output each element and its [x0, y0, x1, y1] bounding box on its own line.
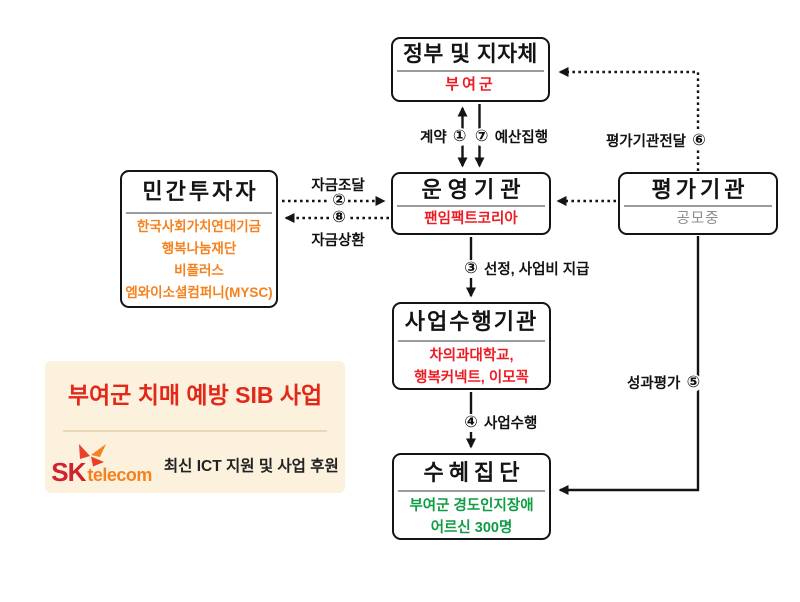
circled-number-1: ① — [450, 127, 469, 146]
investors-box: 민간투자자 한국사회가치연대기금 행복나눔재단 비플러스 엠와이소셜컴퍼니(MY… — [120, 170, 278, 308]
circled-number-5: ⑤ — [684, 373, 703, 392]
beneficiary-list: 부여군 경도인지장애 어르신 300명 — [394, 495, 549, 539]
government-box-value: 부여군 — [445, 76, 496, 93]
box-divider — [398, 340, 545, 342]
performer-line: 행복커넥트, 이모꼭 — [414, 370, 529, 386]
performer-line: 차의과대학교, — [429, 348, 514, 364]
investors-box-title: 민간투자자 — [142, 179, 259, 204]
selection-label-text: 선정, 사업비 지급 — [484, 262, 590, 278]
eval-delivery-label-text: 평가기관전달 — [605, 134, 686, 150]
sk-logo-text: SK — [51, 457, 86, 487]
project-title: 부여군 치매 예방 SIB 사업 — [67, 382, 323, 408]
beneficiary-line: 부여군 경도인지장애 — [409, 498, 534, 514]
circled-number-3: ③ — [462, 259, 480, 278]
funding-label: 자금조달 — [311, 178, 365, 194]
beneficiary-line: 어르신 300명 — [430, 520, 513, 536]
operator-box: 운영기관 팬임팩트코리아 — [391, 172, 551, 235]
box-divider — [398, 490, 545, 492]
evaluator-box-value: 공모중 — [676, 211, 720, 227]
investor-item: 한국사회가치연대기금 — [136, 219, 262, 234]
card-divider — [63, 430, 327, 432]
box-divider — [624, 205, 772, 207]
circled-number-2: ② — [330, 192, 348, 210]
circled-number-4: ④ — [462, 413, 480, 432]
evaluator-box: 평가기관 공모중 — [618, 172, 778, 235]
box-divider — [126, 212, 272, 214]
telecom-logo-text: telecom — [87, 465, 152, 485]
project-title-card: 부여군 치매 예방 SIB 사업 SK telecom 최신 ICT 지원 및 … — [45, 361, 345, 493]
investor-item: 행복나눔재단 — [161, 241, 237, 256]
performer-box: 사업수행기관 차의과대학교, 행복커넥트, 이모꼭 — [392, 302, 551, 390]
contract-budget-label: 계약 ① ⑦ 예산집행 — [420, 126, 548, 147]
investor-item: 엠와이소셜컴퍼니(MYSC) — [125, 285, 273, 300]
investor-item: 비플러스 — [174, 263, 224, 278]
contract-label-text: 계약 — [420, 130, 447, 146]
performance-eval-label: 성과평가 ⑤ — [627, 372, 703, 393]
circled-number-8: ⑧ — [330, 209, 348, 227]
circled-number-6: ⑥ — [690, 131, 708, 150]
execution-label: ④ 사업수행 — [462, 412, 537, 433]
sk-butterfly-icon — [79, 444, 107, 467]
box-divider — [397, 70, 544, 72]
circled-number-7: ⑦ — [472, 127, 491, 146]
government-box: 정부 및 지자체 부여군 — [391, 37, 550, 102]
eval-delivery-label: 평가기관전달 ⑥ — [598, 130, 708, 151]
operator-box-value: 팬임팩트코리아 — [424, 211, 518, 227]
edge-performance-eval-line — [558, 236, 700, 495]
budget-label-text: 예산집행 — [494, 130, 549, 146]
performer-list: 차의과대학교, 행복커넥트, 이모꼭 — [394, 345, 549, 389]
operator-box-title: 운영기관 — [421, 177, 527, 202]
selection-label: ③ 선정, 사업비 지급 — [462, 258, 589, 279]
sponsor-text: 최신 ICT 지원 및 사업 후원 — [163, 458, 339, 475]
box-divider — [397, 205, 545, 207]
beneficiary-box: 수혜집단 부여군 경도인지장애 어르신 300명 — [392, 453, 551, 540]
execution-label-text: 사업수행 — [484, 416, 538, 432]
performer-box-title: 사업수행기관 — [404, 309, 539, 334]
performance-eval-label-text: 성과평가 — [627, 376, 681, 392]
repayment-label: 자금상환 — [311, 233, 365, 249]
beneficiary-box-title: 수혜집단 — [423, 460, 525, 485]
evaluator-box-title: 평가기관 — [651, 177, 749, 202]
sk-telecom-logo: SK telecom — [51, 444, 152, 487]
sponsor-row: SK telecom 최신 ICT 지원 및 사업 후원 — [45, 444, 345, 487]
investors-list: 한국사회가치연대기금 행복나눔재단 비플러스 엠와이소셜컴퍼니(MYSC) — [122, 216, 276, 304]
government-box-title: 정부 및 지자체 — [403, 42, 538, 66]
edge-eval-delivery-line — [558, 67, 700, 171]
